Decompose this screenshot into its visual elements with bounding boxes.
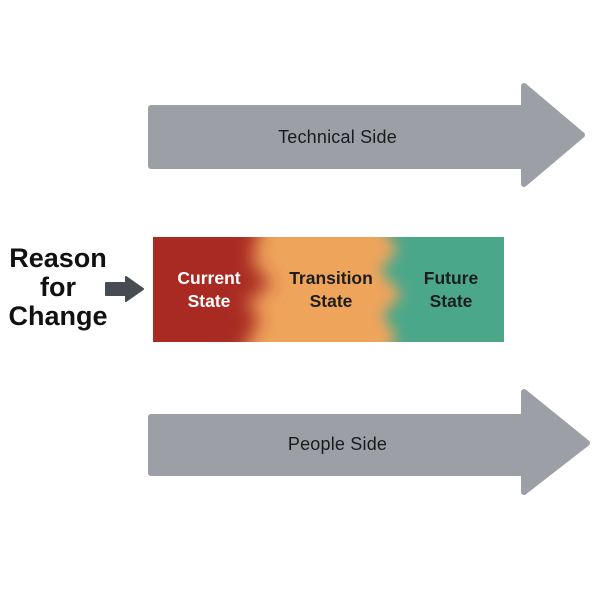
reason-arrow-icon bbox=[105, 276, 144, 302]
state-bar bbox=[153, 237, 504, 342]
people-side-arrow bbox=[148, 389, 590, 495]
technical-side-arrow bbox=[148, 83, 585, 187]
current-state-segment bbox=[153, 237, 272, 342]
